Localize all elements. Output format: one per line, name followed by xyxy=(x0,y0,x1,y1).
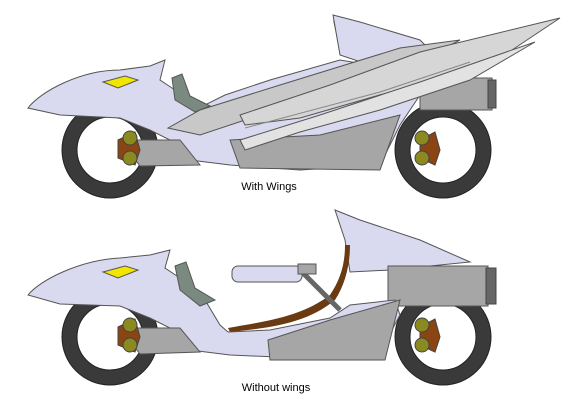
front-hub xyxy=(117,317,141,353)
exhaust-cap xyxy=(487,79,497,109)
lower-side-panel xyxy=(229,114,401,171)
handlebar-grip xyxy=(231,265,303,283)
handlebar-clamp xyxy=(297,263,317,275)
front-hub xyxy=(117,130,141,166)
handlebar-stem xyxy=(298,268,342,312)
caption-with-wings: With Wings xyxy=(241,181,297,193)
side-panel xyxy=(174,261,217,307)
rear-fairing xyxy=(334,209,472,273)
rear-hub xyxy=(414,317,441,353)
caption-without-wings: Without wings xyxy=(241,382,311,394)
rear-hub xyxy=(414,130,441,166)
headlight xyxy=(101,75,140,89)
headlight xyxy=(101,265,140,279)
rear-wheel xyxy=(394,101,492,199)
wings xyxy=(166,17,561,151)
winged-motorcycle-drawing xyxy=(27,14,561,199)
side-panel xyxy=(171,73,212,113)
winged-motorcycle-figure: With Wings xyxy=(0,0,574,200)
rear-box xyxy=(387,265,489,307)
wingless-motorcycle-drawing xyxy=(27,209,497,386)
lower-side-panel xyxy=(267,299,401,361)
seat xyxy=(228,245,350,332)
exhaust-cap xyxy=(485,267,497,305)
wingless-motorcycle-figure: Without wings xyxy=(0,200,574,406)
